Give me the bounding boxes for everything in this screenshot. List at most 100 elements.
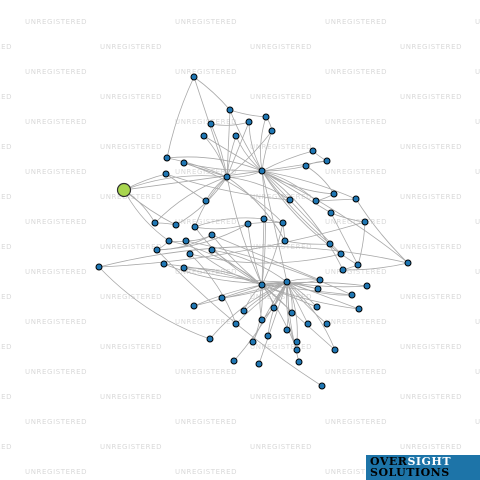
graph-edge bbox=[123, 170, 263, 191]
graph-edge bbox=[286, 281, 328, 325]
graph-node bbox=[182, 237, 190, 245]
graph-node bbox=[191, 223, 199, 231]
graph-node bbox=[258, 167, 266, 175]
watermark-text: UNREGISTERED bbox=[325, 368, 387, 376]
graph-edge bbox=[261, 222, 284, 286]
graph-node bbox=[283, 326, 291, 334]
graph-node bbox=[151, 219, 159, 227]
graph-edge bbox=[166, 156, 263, 172]
watermark-text: UNREGISTERED bbox=[175, 118, 237, 126]
watermark-text: UNREGISTERED bbox=[325, 118, 387, 126]
graph-edge bbox=[156, 223, 249, 251]
graph-edge bbox=[235, 135, 263, 172]
graph-edge bbox=[226, 121, 250, 178]
graph-node bbox=[249, 338, 257, 346]
graph-edge bbox=[261, 284, 336, 351]
graph-edge bbox=[247, 223, 263, 286]
graph-edge bbox=[98, 221, 366, 268]
watermark-text: UNREGISTERED bbox=[250, 393, 312, 401]
watermark-text: UNREGISTERED bbox=[250, 93, 312, 101]
graph-node bbox=[268, 127, 276, 135]
nodes bbox=[95, 73, 412, 390]
graph-edge bbox=[226, 135, 237, 178]
watermark-text: UNREGISTERED bbox=[175, 268, 237, 276]
watermark-text: UNREGISTERED bbox=[25, 418, 87, 426]
graph-edge bbox=[194, 226, 263, 286]
graph-node bbox=[218, 294, 226, 302]
graph-node bbox=[313, 303, 321, 311]
graph-node bbox=[404, 259, 412, 267]
graph-edge bbox=[261, 170, 357, 200]
graph-node bbox=[304, 320, 312, 328]
graph-node bbox=[283, 278, 291, 286]
watermark-text: UNREGISTERED bbox=[400, 293, 462, 301]
graph-edge bbox=[286, 281, 300, 363]
watermark-text: UNREGISTERED bbox=[25, 68, 87, 76]
graph-edge bbox=[286, 281, 298, 343]
graph-edge bbox=[261, 170, 344, 271]
graph-node bbox=[162, 170, 170, 178]
graph-node bbox=[230, 357, 238, 365]
watermark-text: UNREGISTERED bbox=[325, 218, 387, 226]
watermark-text: UNREGISTERED bbox=[175, 168, 237, 176]
graph-node bbox=[244, 220, 252, 228]
graph-node bbox=[262, 113, 270, 121]
graph-edge bbox=[261, 281, 368, 287]
watermark-text: UNREGISTERED bbox=[0, 43, 12, 51]
graph-node bbox=[354, 261, 362, 269]
graph-node bbox=[316, 276, 324, 284]
watermark-text: UNREGISTERED bbox=[175, 18, 237, 26]
graph-edge bbox=[221, 284, 263, 299]
graph-node bbox=[240, 307, 248, 315]
watermark-text: UNREGISTERED bbox=[400, 443, 462, 451]
watermark-text: UNREGISTERED bbox=[25, 168, 87, 176]
logo-line-2: SOLUTIONS bbox=[370, 466, 450, 479]
watermark-text: UNREGISTERED bbox=[175, 368, 237, 376]
graph-edge bbox=[194, 217, 265, 228]
watermark-text: UNREGISTERED bbox=[100, 243, 162, 251]
graph-node bbox=[326, 240, 334, 248]
watermark-text: UNREGISTERED bbox=[175, 468, 237, 476]
graph-edge bbox=[330, 212, 359, 266]
watermark-text: UNREGISTERED bbox=[175, 218, 237, 226]
watermark-text: UNREGISTERED bbox=[475, 218, 480, 226]
watermark-text: UNREGISTERED bbox=[250, 143, 312, 151]
graph-edge bbox=[210, 123, 228, 178]
watermark-text: UNREGISTERED bbox=[475, 268, 480, 276]
graph-edge bbox=[261, 150, 314, 172]
graph-edge bbox=[165, 173, 207, 202]
watermark-text: UNREGISTERED bbox=[0, 143, 12, 151]
watermark-text: UNREGISTERED bbox=[400, 193, 462, 201]
watermark-text: UNREGISTERED bbox=[475, 418, 480, 426]
watermark-text: UNREGISTERED bbox=[475, 68, 480, 76]
graph-node bbox=[207, 120, 215, 128]
graph-edge bbox=[211, 249, 263, 286]
watermark-text: UNREGISTERED bbox=[250, 343, 312, 351]
watermark-text: UNREGISTERED bbox=[175, 318, 237, 326]
graph-edge bbox=[226, 109, 231, 178]
watermark-text: UNREGISTERED bbox=[0, 343, 12, 351]
graph-edge bbox=[185, 240, 353, 296]
graph-edge bbox=[286, 281, 360, 310]
graph-edge bbox=[261, 170, 332, 214]
graph-edge bbox=[261, 218, 265, 286]
watermark-text: UNREGISTERED bbox=[325, 418, 387, 426]
graph-edge bbox=[261, 170, 331, 245]
watermark-text: UNREGISTERED bbox=[475, 318, 480, 326]
watermark-text: UNREGISTERED bbox=[325, 68, 387, 76]
graph-edge bbox=[211, 249, 288, 283]
graph-node bbox=[232, 132, 240, 140]
graph-node bbox=[226, 106, 234, 114]
watermark-text: UNREGISTERED bbox=[25, 218, 87, 226]
graph-node bbox=[352, 195, 360, 203]
graph-node bbox=[232, 320, 240, 328]
graph-edge bbox=[229, 109, 263, 172]
graph-edge bbox=[260, 116, 267, 172]
graph-edge bbox=[183, 267, 263, 286]
graph-node bbox=[314, 285, 322, 293]
graph-edge bbox=[226, 176, 286, 242]
graph-node bbox=[245, 118, 253, 126]
watermark-text: UNREGISTERED bbox=[0, 393, 12, 401]
graph-node bbox=[323, 320, 331, 328]
graph-edge bbox=[261, 170, 359, 266]
